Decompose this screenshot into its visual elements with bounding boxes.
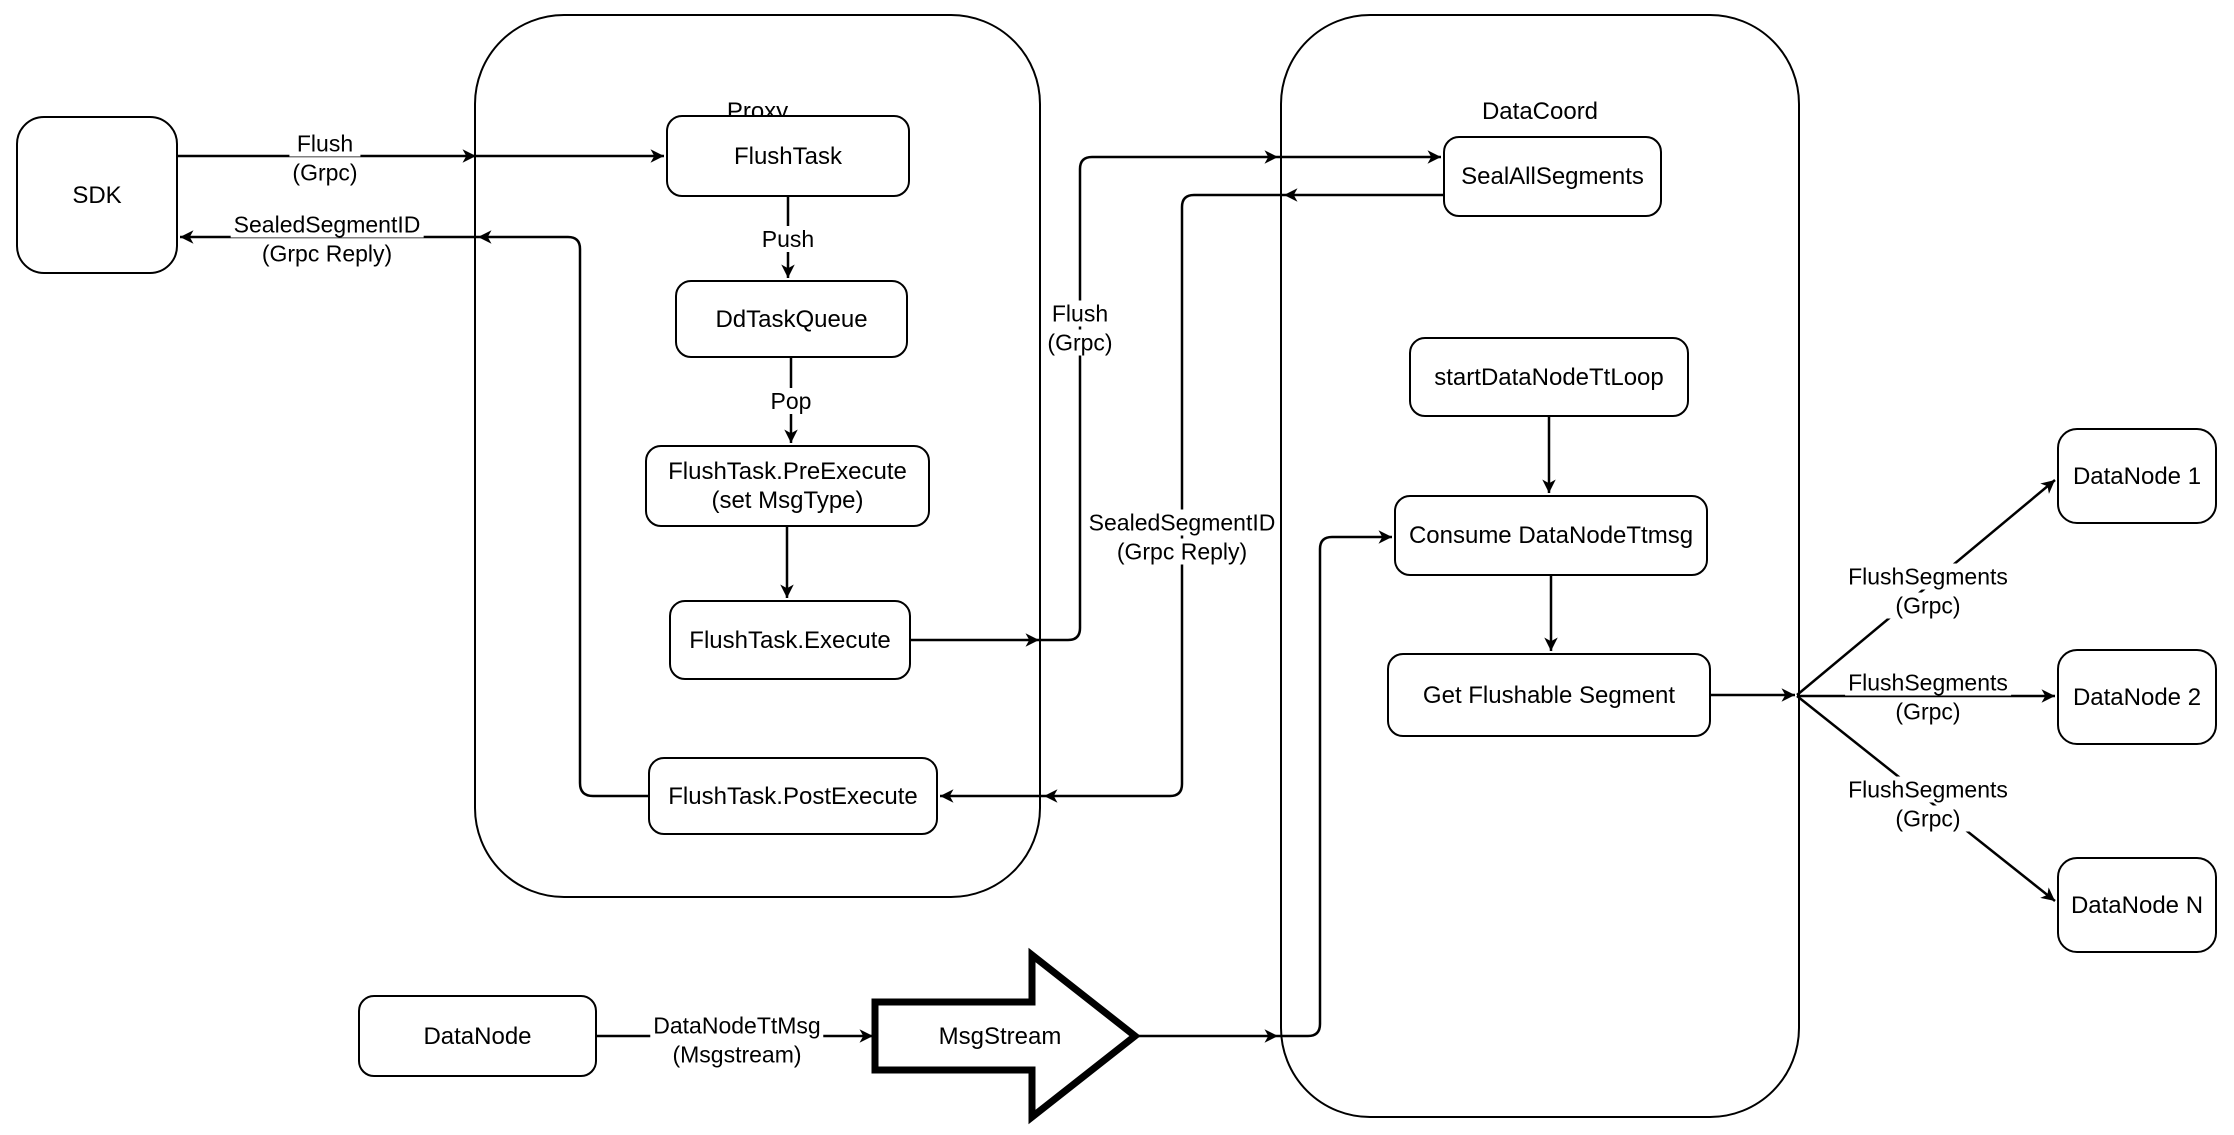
msgstream-label: MsgStream	[938, 1023, 1062, 1050]
edge-label-line: (Grpc)	[1845, 805, 2011, 832]
edge-label-line: Flush	[1044, 300, 1116, 327]
edge-label-flush-grpc-left: Flush (Grpc)	[289, 130, 361, 186]
node-label: Get Flushable Segment	[1422, 681, 1676, 709]
node-label: (set MsgType)	[711, 487, 864, 514]
node-sdk: SDK	[16, 116, 178, 274]
node-ddtaskqueue: DdTaskQueue	[675, 280, 908, 358]
edge-label-line: FlushSegments	[1845, 776, 2011, 803]
edge-label-line: (Grpc Reply)	[1085, 538, 1279, 565]
edge-label-line: FlushSegments	[1845, 563, 2011, 590]
edge-label-flushsegments-3: FlushSegments (Grpc)	[1845, 776, 2011, 832]
node-get-flushable-segment: Get Flushable Segment	[1387, 653, 1711, 737]
edge-label-line: DataNodeTtMsg	[650, 1012, 824, 1039]
edge-label-line: Pop	[767, 388, 815, 414]
node-label: FlushTask	[733, 142, 843, 170]
edge-label-pop: Pop	[767, 388, 815, 414]
node-datanode-bottom: DataNode	[358, 995, 597, 1077]
edge-label-flushsegments-2: FlushSegments (Grpc)	[1845, 669, 2011, 725]
edge-label-sealedsegmentid-mid: SealedSegmentID (Grpc Reply)	[1085, 509, 1279, 565]
node-flushtask: FlushTask	[666, 115, 910, 197]
node-flushtask-postexecute: FlushTask.PostExecute	[648, 757, 938, 835]
node-datanode-1: DataNode 1	[2057, 428, 2217, 524]
node-consume-datanodettmsg: Consume DataNodeTtmsg	[1394, 495, 1708, 576]
edge-label-datanodettmsg: DataNodeTtMsg (Msgstream)	[650, 1012, 824, 1068]
edge-label-flushsegments-1: FlushSegments (Grpc)	[1845, 563, 2011, 619]
edge-postexecute-return	[478, 230, 648, 798]
edge-label-line: (Grpc)	[1845, 698, 2011, 725]
edge-flush-grpc-up	[1039, 150, 1278, 642]
node-label: SealAllSegments	[1461, 163, 1644, 190]
datacoord-container: DataCoord	[1280, 14, 1800, 1118]
node-label: startDataNodeTtLoop	[1434, 363, 1664, 391]
datacoord-title: DataCoord	[1481, 98, 1599, 125]
node-label: DataNode 1	[2072, 462, 2202, 490]
msgstream-arrow-shape	[871, 947, 1141, 1125]
node-label: SDK	[72, 181, 122, 209]
node-datanode-2: DataNode 2	[2057, 649, 2217, 745]
node-label: DdTaskQueue	[715, 305, 868, 333]
edge-label-flush-grpc-mid: Flush (Grpc)	[1044, 300, 1116, 356]
node-flushtask-execute: FlushTask.Execute	[669, 600, 911, 680]
edge-label-line: (Msgstream)	[650, 1041, 824, 1068]
edge-label-line: Push	[758, 226, 818, 252]
node-startdatanodettloop: startDataNodeTtLoop	[1409, 337, 1689, 417]
node-label: FlushTask.PostExecute	[668, 782, 918, 810]
edge-label-line: (Grpc Reply)	[230, 240, 424, 267]
edge-msgstream-to-consume	[1278, 530, 1392, 1038]
node-label: FlushTask.Execute	[689, 626, 891, 654]
edge-label-line: (Grpc)	[1845, 592, 2011, 619]
node-label: DataNode N	[2070, 891, 2204, 919]
node-label: DataNode	[423, 1022, 532, 1050]
edge-label-line: Flush	[289, 130, 361, 157]
node-label: DataNode 2	[2072, 683, 2202, 711]
edge-label-push: Push	[758, 226, 818, 252]
node-sealallsegments: SealAllSegments	[1443, 136, 1662, 217]
edge-label-line: (Grpc)	[289, 159, 361, 186]
edge-sealedsegmentid-down	[1044, 193, 1284, 803]
edge-label-line: FlushSegments	[1845, 669, 2011, 696]
edge-label-line: SealedSegmentID	[1085, 509, 1279, 536]
edge-label-sealedsegmentid-left: SealedSegmentID (Grpc Reply)	[230, 211, 424, 267]
node-datanode-n: DataNode N	[2057, 857, 2217, 953]
node-flushtask-preexecute: FlushTask.PreExecute (set MsgType)	[645, 445, 930, 527]
edge-label-line: (Grpc)	[1044, 329, 1116, 356]
edge-label-line: SealedSegmentID	[230, 211, 424, 238]
node-label: FlushTask.PreExecute	[668, 458, 907, 485]
node-label: Consume DataNodeTtmsg	[1408, 522, 1694, 549]
